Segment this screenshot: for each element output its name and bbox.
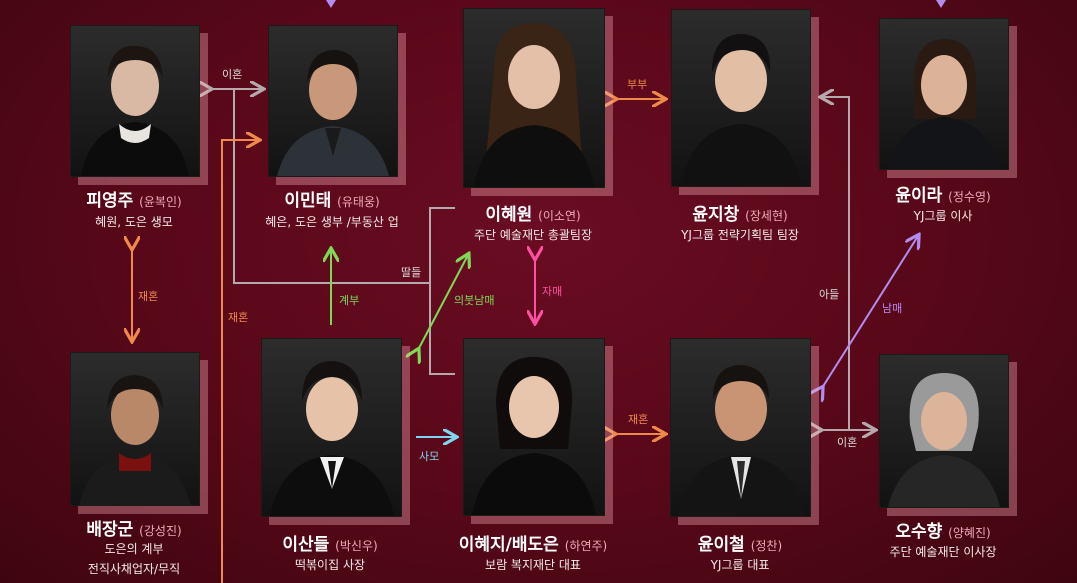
name-oh: 오수향 (양혜진)	[895, 522, 991, 542]
desc-yoon-jichang: YJ그룹 전략기획팀 팀장	[681, 228, 799, 242]
label-love: 사모	[419, 450, 440, 463]
name-yoon-ira: 윤이라 (정수영)	[895, 186, 991, 206]
desc-lee-hyewon: 주단 예술재단 총괄팀장	[473, 228, 593, 242]
desc-lee-hyeji: 보람 복지재단 대표	[485, 558, 581, 572]
name-lee-sandeul: 이산들 (박신우)	[282, 535, 378, 555]
portrait-yoon-jichang	[671, 9, 811, 187]
name-lee-hyeji: 이혜지/배도은 (하연주)	[458, 535, 608, 555]
label-remarry3: 재혼	[628, 413, 649, 426]
label-remarry2: 재혼	[228, 311, 249, 324]
name-bae: 배장군 (강성진)	[86, 520, 182, 540]
name-lee-mintae: 이민태 (유태웅)	[284, 191, 380, 211]
top-arrow-left	[326, 0, 336, 8]
portrait-lee-hyewon	[463, 8, 605, 188]
label-stepfather: 계부	[339, 294, 360, 307]
portrait-oh	[879, 354, 1009, 508]
label-couple: 부부	[627, 78, 648, 91]
desc-oh: 주단 예술재단 이사장	[889, 545, 997, 559]
top-arrow-right	[936, 0, 946, 8]
portrait-lee-mintae	[268, 25, 398, 177]
portrait-yoon-ira	[879, 18, 1009, 170]
remarry2-line	[221, 140, 258, 583]
label-son: 아들	[819, 288, 840, 301]
portrait-lee-sandeul	[261, 338, 402, 517]
name-pi: 피영주 (윤복인)	[86, 191, 182, 211]
label-daughter: 딸들	[401, 266, 422, 279]
label-divorce2: 이혼	[837, 436, 858, 449]
portrait-yoon-icheol	[670, 338, 811, 517]
portrait-bae	[70, 352, 200, 506]
name-lee-hyewon: 이혜원 (이소연)	[485, 205, 581, 225]
desc-pi: 혜원, 도은 생모	[95, 215, 173, 229]
label-remarry1: 재혼	[138, 290, 159, 303]
daughter-line-2	[429, 283, 455, 375]
desc-yoon-ira: YJ그룹 이사	[913, 209, 973, 223]
label-adopted-siblings: 의붓남매	[454, 294, 495, 307]
adopted-siblings-line	[418, 255, 468, 350]
name-yoon-icheol: 윤이철 (정찬)	[697, 535, 783, 555]
desc-yoon-icheol: YJ그룹 대표	[710, 558, 770, 572]
siblings-line	[822, 236, 918, 388]
label-divorce1: 이혼	[222, 68, 243, 81]
desc-lee-sandeul: 떡볶이집 사장	[294, 558, 366, 572]
desc-lee-mintae: 혜은, 도은 생부 /부동산 업	[265, 215, 399, 229]
label-siblings: 남매	[882, 302, 903, 315]
portrait-pi	[70, 25, 200, 177]
label-sisters: 자매	[542, 285, 563, 298]
name-yoon-jichang: 윤지창 (장세현)	[692, 205, 788, 225]
portrait-lee-hyeji	[463, 338, 605, 516]
